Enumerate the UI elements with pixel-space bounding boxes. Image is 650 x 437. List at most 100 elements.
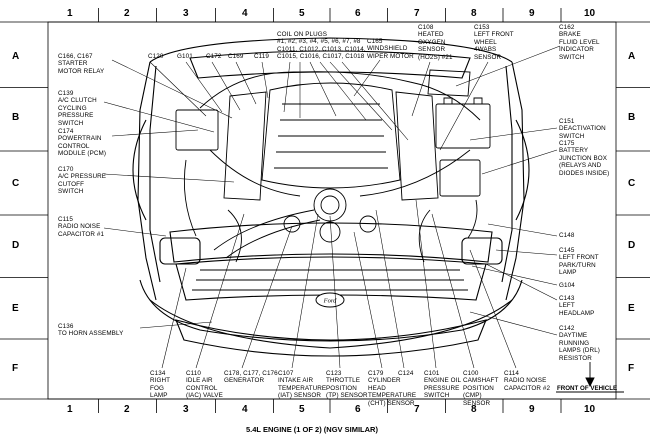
leader-line bbox=[161, 267, 187, 369]
grid-column-8-top: 8 bbox=[471, 8, 477, 19]
leader-line bbox=[185, 61, 223, 113]
leader-line bbox=[103, 101, 215, 133]
leader-line bbox=[341, 61, 409, 141]
leader-line bbox=[111, 59, 233, 119]
leader-line bbox=[495, 249, 558, 256]
callout-c114-radio-cap: C114 RADIO NOISE CAPACITOR #2 bbox=[504, 370, 551, 392]
leader-line bbox=[111, 129, 199, 137]
ford-oval-logo bbox=[315, 292, 345, 308]
leader-line bbox=[415, 199, 437, 369]
grid-column-5-bottom: 5 bbox=[299, 404, 305, 415]
grid-row-C-left: C bbox=[12, 178, 20, 189]
grid-row-C-right: C bbox=[628, 178, 636, 189]
callout-c172: C172 bbox=[206, 53, 222, 60]
front-of-vehicle-arrow bbox=[556, 362, 624, 393]
callout-g104: G104 bbox=[559, 282, 575, 289]
callout-c124: C124 bbox=[398, 370, 414, 377]
leader-line bbox=[329, 215, 341, 369]
grid-column-7-top: 7 bbox=[414, 8, 420, 19]
row-ticks bbox=[0, 87, 650, 340]
leader-line bbox=[319, 61, 367, 121]
leader-line bbox=[487, 223, 558, 237]
leader-line bbox=[329, 61, 393, 131]
grid-row-F-right: F bbox=[628, 363, 635, 374]
callout-leader-lines bbox=[103, 45, 561, 369]
callout-c120: C120 bbox=[148, 53, 164, 60]
callout-c142-drl: C142 DAYTIME RUNNING LAMPS (DRL) RESISTO… bbox=[559, 325, 600, 362]
callout-c101-oil-pressure: C101 ENGINE OIL PRESSURE SWITCH bbox=[424, 370, 462, 400]
callout-c139-ac-clutch: C139 A/C CLUTCH CYCLING PRESSURE SWITCH bbox=[58, 90, 97, 127]
leader-line bbox=[439, 61, 489, 151]
leader-line bbox=[241, 225, 293, 369]
leader-line bbox=[471, 265, 558, 286]
grid-row-D-right: D bbox=[628, 240, 636, 251]
grid-row-A-left: A bbox=[12, 51, 20, 62]
leader-line bbox=[469, 249, 517, 369]
grid-column-8-bottom: 8 bbox=[471, 404, 477, 415]
leader-line bbox=[139, 321, 213, 329]
callout-c175-junction-box: C175 BATTERY JUNCTION BOX (RELAYS AND DI… bbox=[559, 140, 610, 177]
grid-column-3-top: 3 bbox=[183, 8, 189, 19]
callout-c148: C148 bbox=[559, 232, 575, 239]
grid-column-3-bottom: 3 bbox=[183, 404, 189, 415]
callout-c145-park-turn: C145 LEFT FRONT PARK/TURN LAMP bbox=[559, 247, 599, 277]
grid-row-E-left: E bbox=[12, 303, 19, 314]
grid-frame bbox=[0, 21, 650, 400]
grid-row-B-left: B bbox=[12, 112, 20, 123]
callout-c166-starter-relay: C166, C167 STARTER MOTOR RELAY bbox=[58, 53, 105, 75]
callout-g101: G101 bbox=[177, 53, 193, 60]
callout-c169: C169 bbox=[228, 53, 244, 60]
leader-line bbox=[469, 127, 558, 141]
grid-row-B-right: B bbox=[628, 112, 636, 123]
grid-row-E-right: E bbox=[628, 303, 635, 314]
callout-c162-brake-fluid: C162 BRAKE FLUID LEVEL INDICATOR SWITCH bbox=[559, 24, 600, 61]
callout-c134-fog-lamp: C134 RIGHT FOG LAMP bbox=[150, 370, 171, 400]
callout-c165-wiper-motor: C165 WINDSHIELD WIPER MOTOR bbox=[367, 38, 414, 60]
grid-column-5-top: 5 bbox=[299, 8, 305, 19]
callout-coil-on-plugs: COIL ON PLUGS #1, #2, #3, #4, #5, #6, #7… bbox=[277, 31, 366, 61]
callout-c119: C119 bbox=[254, 53, 269, 60]
leader-line bbox=[353, 231, 383, 369]
callout-c100-cmp: C100 CAMSHAFT POSITION (CMP) SENSOR bbox=[463, 370, 499, 407]
callout-c110-iac: C110 IDLE AIR CONTROL (IAC) VALVE bbox=[186, 370, 223, 400]
engine-block bbox=[175, 69, 491, 263]
callout-c115-radio-cap: C115 RADIO NOISE CAPACITOR #1 bbox=[58, 216, 105, 238]
front-of-vehicle-label: FRONT OF VEHICLE bbox=[557, 385, 618, 392]
leader-line bbox=[103, 173, 235, 183]
grid-row-D-left: D bbox=[12, 240, 20, 251]
grid-column-4-top: 4 bbox=[242, 8, 248, 19]
leader-line bbox=[103, 227, 167, 237]
grid-column-2-top: 2 bbox=[124, 8, 130, 19]
leader-line bbox=[481, 149, 558, 175]
leader-line bbox=[149, 61, 207, 117]
callout-c153-4wabs: C153 LEFT FRONT WHEEL 4WABS SENSOR bbox=[474, 24, 514, 61]
callout-c143-headlamp: C143 LEFT HEADLAMP bbox=[559, 295, 595, 317]
grid-column-6-top: 6 bbox=[355, 8, 361, 19]
leader-line bbox=[261, 61, 269, 99]
callout-c178-generator: C178, C177, C176 GENERATOR bbox=[224, 370, 278, 385]
callout-c123-tp: C123 THROTTLE POSITION (TP) SENSOR bbox=[326, 370, 368, 400]
leader-line bbox=[375, 209, 405, 369]
leader-line bbox=[211, 61, 241, 111]
truck-front-outline bbox=[132, 37, 530, 357]
leader-line bbox=[411, 61, 431, 117]
grid-column-1-top: 1 bbox=[67, 8, 73, 19]
grid-column-1-bottom: 1 bbox=[67, 404, 73, 415]
callout-c179-cht: C179 CYLINDER HEAD TEMPERATURE (CHT) SEN… bbox=[368, 370, 417, 407]
leader-line bbox=[469, 311, 558, 336]
grid-column-6-bottom: 6 bbox=[355, 404, 361, 415]
grid-column-10-bottom: 10 bbox=[584, 404, 596, 415]
leader-line bbox=[291, 213, 319, 369]
grid-column-4-bottom: 4 bbox=[242, 404, 248, 415]
diagram-caption: 5.4L ENGINE (1 OF 2) (NGV SIMILAR) bbox=[246, 425, 378, 434]
grid-column-9-top: 9 bbox=[529, 8, 535, 19]
column-ticks bbox=[98, 8, 562, 413]
leader-line bbox=[235, 61, 257, 105]
grid-column-10-top: 10 bbox=[584, 8, 596, 19]
leader-line bbox=[485, 263, 558, 301]
callout-c136-horn: C136 TO HORN ASSEMBLY bbox=[58, 323, 124, 338]
callout-c174-pcm: C174 POWERTRAIN CONTROL MODULE (PCM) bbox=[58, 128, 107, 158]
grid-column-7-bottom: 7 bbox=[414, 404, 420, 415]
